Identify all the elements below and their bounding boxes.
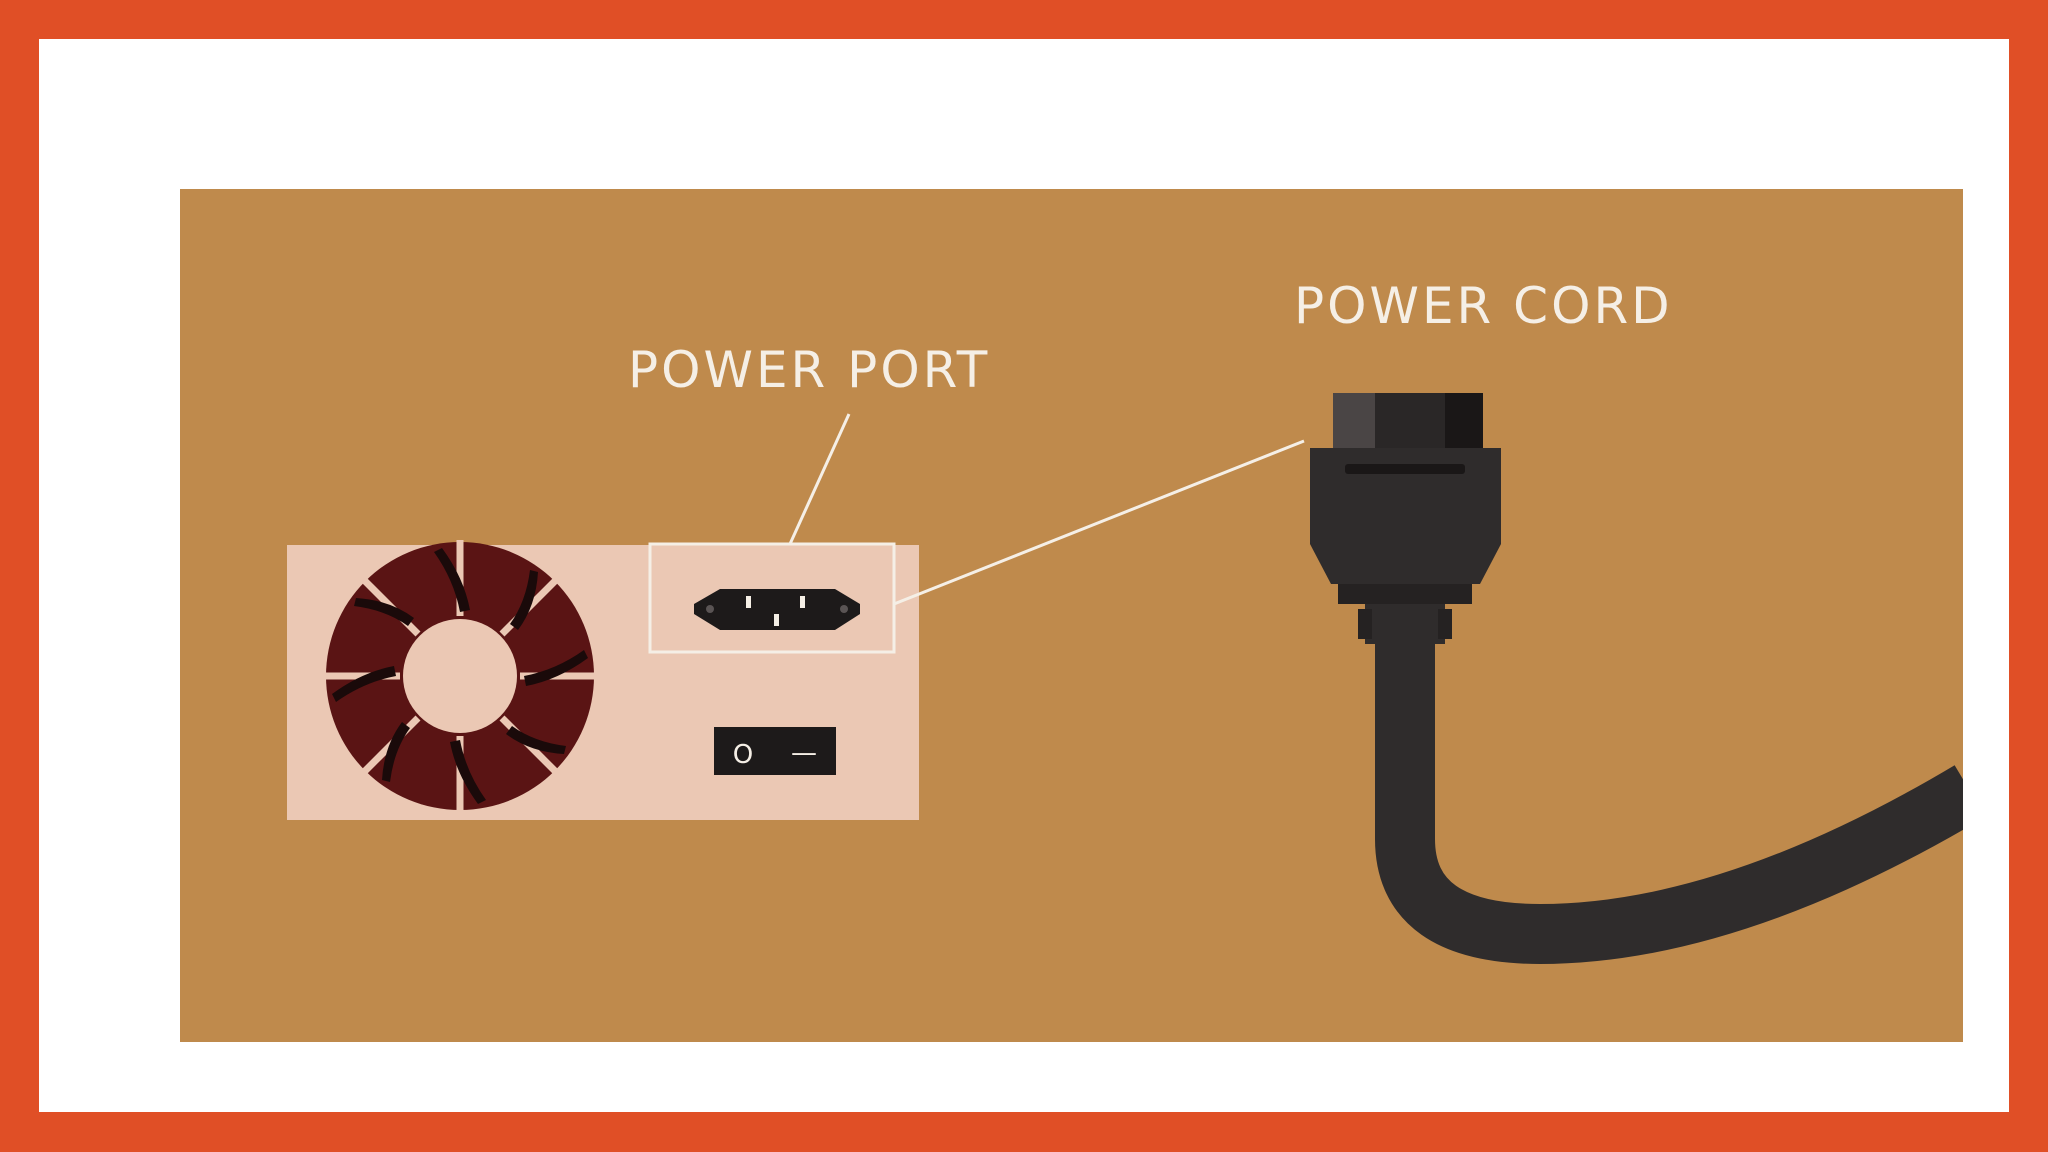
power-cord-label: POWER CORD xyxy=(1294,277,1673,335)
fan-icon xyxy=(324,540,596,812)
power-port-highlight xyxy=(648,542,896,654)
power-switch[interactable]: O — xyxy=(714,727,836,775)
diagram-illustration: O — xyxy=(287,393,1963,965)
switch-on-symbol: — xyxy=(791,738,817,768)
power-cord-cable xyxy=(1375,639,1963,965)
power-port-leader-line xyxy=(788,413,851,545)
white-mat: O — xyxy=(39,39,2009,1112)
power-cord-plug-icon xyxy=(1310,393,1501,644)
switch-off-symbol: O xyxy=(733,740,753,770)
power-cord-leader-line xyxy=(893,439,1305,606)
power-port-icon xyxy=(694,589,860,630)
power-port-label: POWER PORT xyxy=(628,341,991,399)
diagram-panel: O — xyxy=(180,189,1963,1042)
